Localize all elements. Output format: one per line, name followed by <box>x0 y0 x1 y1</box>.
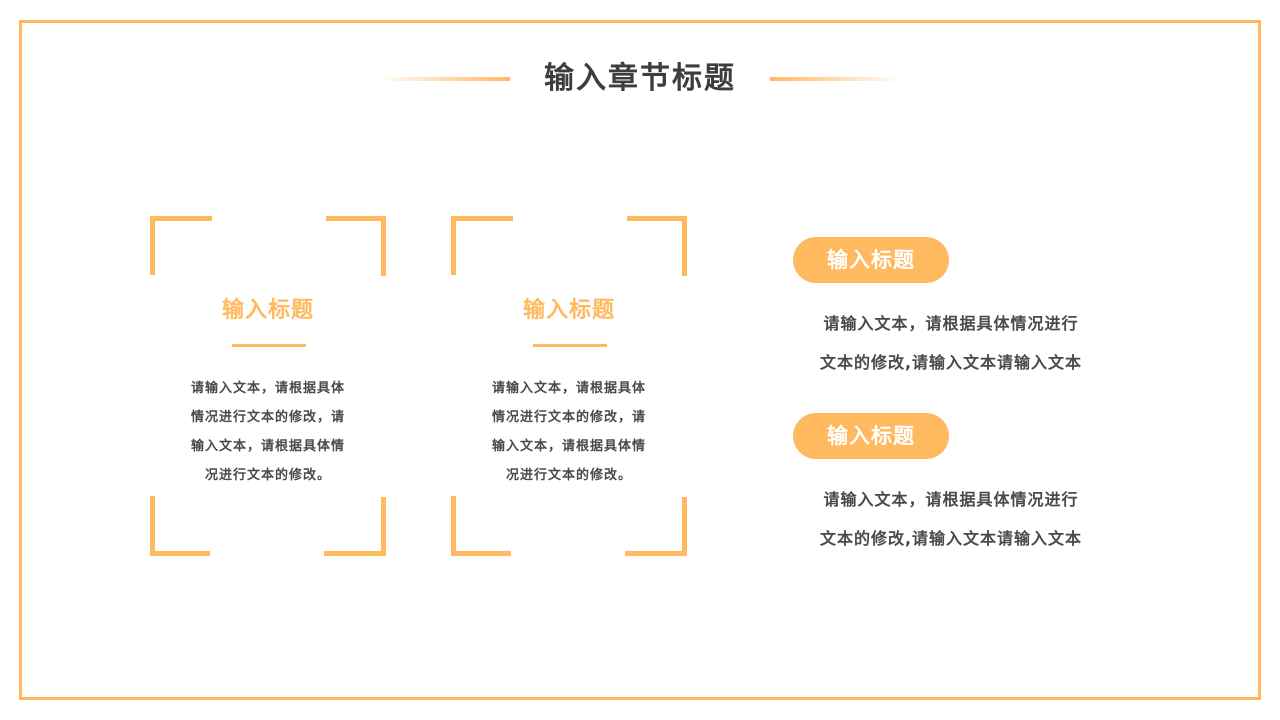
title-decor-line-left <box>376 77 510 81</box>
item-2-text: 请输入文本，请根据具体情况进行 文本的修改,请输入文本请输入文本 <box>786 480 1116 558</box>
card-title-underline <box>232 344 306 347</box>
item-text-line: 文本的修改,请输入文本请输入文本 <box>819 529 1083 548</box>
card-body-line: 输入文本，请根据具体情 <box>190 439 345 454</box>
card-body-line: 请输入文本，请根据具体 <box>491 381 646 396</box>
card-title-underline <box>533 344 607 347</box>
card-body-line: 输入文本，请根据具体情 <box>491 439 646 454</box>
card-body-line: 情况进行文本的修改，请 <box>491 410 646 425</box>
card-body-line: 请输入文本，请根据具体 <box>190 381 345 396</box>
card-body: 请输入文本，请根据具体 情况进行文本的修改，请 输入文本，请根据具体情 况进行文… <box>481 374 657 490</box>
title-decor-line-right <box>770 77 904 81</box>
bracket-top-left-h <box>150 216 212 221</box>
bracket-card-2: 输入标题 请输入文本，请根据具体 情况进行文本的修改，请 输入文本，请根据具体情… <box>451 216 687 556</box>
bracket-bottom-left-h <box>451 551 511 556</box>
bracket-bottom-right-h <box>324 551 386 556</box>
bracket-top-right-v <box>682 216 687 276</box>
card-title: 输入标题 <box>522 298 615 323</box>
bracket-bottom-left-v <box>451 496 456 556</box>
section-header: 输入章节标题 <box>0 56 1280 102</box>
card-body: 请输入文本，请根据具体 情况进行文本的修改，请 输入文本，请根据具体情 况进行文… <box>180 374 356 490</box>
bracket-top-left-v <box>150 216 155 275</box>
item-2-title-pill: 输入标题 <box>793 413 949 459</box>
slide-frame <box>19 20 1261 700</box>
bracket-bottom-right-v <box>682 497 687 556</box>
item-text-line: 请输入文本，请根据具体情况进行 <box>823 314 1079 333</box>
bracket-bottom-left-v <box>150 496 155 556</box>
item-text-line: 请输入文本，请根据具体情况进行 <box>823 490 1079 509</box>
section-title: 输入章节标题 <box>544 61 736 96</box>
bracket-bottom-right-h <box>625 551 687 556</box>
bracket-top-right-h <box>627 216 687 221</box>
item-1-text: 请输入文本，请根据具体情况进行 文本的修改,请输入文本请输入文本 <box>786 304 1116 382</box>
bracket-top-right-v <box>381 216 386 276</box>
card-body-line: 况进行文本的修改。 <box>204 468 331 483</box>
card-title: 输入标题 <box>221 298 314 323</box>
bracket-bottom-left-h <box>150 551 210 556</box>
item-text-line: 文本的修改,请输入文本请输入文本 <box>819 353 1083 372</box>
card-body-line: 情况进行文本的修改，请 <box>190 410 345 425</box>
bracket-top-left-h <box>451 216 513 221</box>
bracket-top-right-h <box>326 216 386 221</box>
bracket-card-1: 输入标题 请输入文本，请根据具体 情况进行文本的修改，请 输入文本，请根据具体情… <box>150 216 386 556</box>
card-body-line: 况进行文本的修改。 <box>505 468 632 483</box>
bracket-top-left-v <box>451 216 456 275</box>
bracket-bottom-right-v <box>381 497 386 556</box>
item-1-title-pill: 输入标题 <box>793 237 949 283</box>
